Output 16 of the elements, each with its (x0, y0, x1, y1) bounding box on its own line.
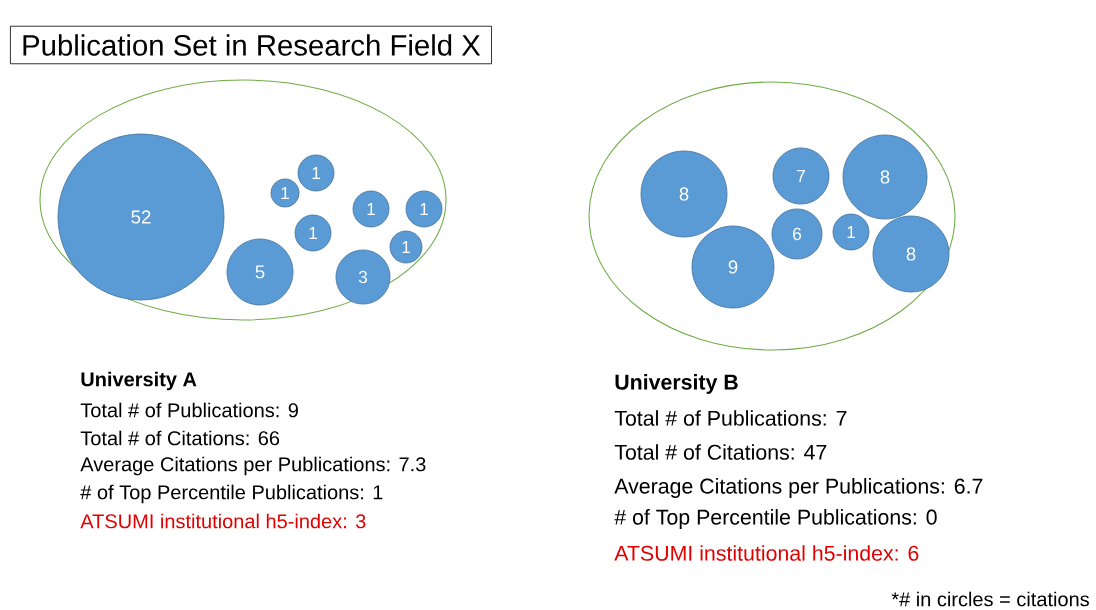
index-text: ATSUMI institutional h5-index: 6 (614, 545, 919, 561)
index-text: ATSUMI institutional h5-index: 3 (80, 513, 366, 529)
stat-text: Total # of Publications: 7 (614, 410, 847, 426)
title-box: Publication Set in Research Field X (10, 25, 492, 65)
ellipse (39, 79, 447, 321)
university-heading: University A (81, 371, 197, 391)
stat-text: Total # of Publications: 9 (80, 402, 298, 418)
stat-text: Total # of Citations: 47 (614, 444, 827, 460)
stat-text: Total # of Citations: 66 (80, 430, 280, 446)
stat-text: # of Top Percentile Publications: 0 (614, 509, 937, 529)
ellipse (588, 81, 956, 351)
stat-text: Average Citations per Publications: 6.7 (614, 478, 983, 498)
university-heading: University B (615, 374, 738, 394)
stat-text: # of Top Percentile Publications: 1 (80, 484, 383, 504)
footnote: *# in circles = citations (891, 591, 1089, 607)
stat-text: Average Citations per Publications: 7.3 (80, 456, 426, 476)
